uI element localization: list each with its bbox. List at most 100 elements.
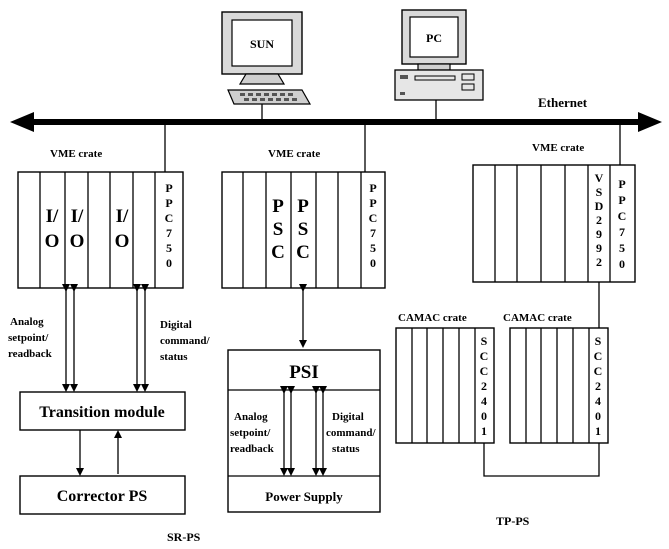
svg-text:2: 2 bbox=[596, 213, 602, 227]
svg-text:status: status bbox=[160, 351, 188, 363]
svg-text:S: S bbox=[298, 219, 309, 240]
camac-crate-1[interactable]: S C C 2 4 0 1 bbox=[395, 327, 495, 444]
svg-text:1: 1 bbox=[595, 424, 601, 438]
svg-text:0: 0 bbox=[595, 409, 601, 423]
svg-text:0: 0 bbox=[481, 409, 487, 423]
svg-text:Transition module: Transition module bbox=[39, 404, 165, 421]
ethernet-label: Ethernet bbox=[538, 95, 588, 110]
svg-text:9: 9 bbox=[596, 227, 602, 241]
svg-text:5: 5 bbox=[370, 241, 376, 255]
vme-crate-1-label: VME crate bbox=[50, 148, 102, 160]
analog-signal-label-psi: Analog setpoint/ readback bbox=[230, 411, 275, 455]
io-card-2: I/ O bbox=[70, 206, 85, 252]
svg-text:P: P bbox=[297, 196, 309, 217]
keyboard-icon bbox=[227, 89, 312, 105]
transition-module[interactable]: Transition module bbox=[19, 391, 186, 431]
svg-text:V: V bbox=[595, 171, 604, 185]
pc-label: PC bbox=[426, 31, 442, 45]
svg-text:2: 2 bbox=[481, 379, 487, 393]
svg-text:Analog: Analog bbox=[10, 316, 44, 328]
arrow-left-icon bbox=[10, 112, 34, 132]
svg-text:C: C bbox=[594, 349, 603, 363]
digital-signal-label-psi: Digital command/ status bbox=[326, 411, 376, 455]
vme-crate-2[interactable]: P S C P S C P P C 7 5 0 bbox=[221, 171, 386, 289]
svg-text:readback: readback bbox=[230, 443, 275, 455]
svg-text:S: S bbox=[596, 185, 603, 199]
cpu-card-ppc750: P P C 7 5 0 bbox=[618, 177, 627, 271]
svg-text:7: 7 bbox=[370, 226, 376, 240]
cpu-card-ppc750: P P C 7 5 0 bbox=[369, 181, 378, 270]
camac-crate-2[interactable]: S C C 2 4 0 1 bbox=[509, 327, 609, 444]
svg-text:C: C bbox=[369, 211, 378, 225]
svg-text:4: 4 bbox=[481, 394, 487, 408]
svg-text:0: 0 bbox=[619, 257, 625, 271]
svg-text:P: P bbox=[272, 196, 284, 217]
io-card-1: I/ O bbox=[45, 206, 60, 252]
svg-text:setpoint/: setpoint/ bbox=[8, 332, 49, 344]
digital-signal-label-left: Digital command/ status bbox=[160, 319, 210, 363]
psi-label: PSI bbox=[289, 362, 319, 383]
psc-card-2: P S C bbox=[296, 196, 310, 263]
svg-text:Digital: Digital bbox=[332, 411, 364, 423]
svg-text:1: 1 bbox=[481, 424, 487, 438]
svg-text:P: P bbox=[369, 196, 376, 210]
svg-text:S: S bbox=[273, 219, 284, 240]
svg-text:9: 9 bbox=[596, 241, 602, 255]
svg-text:5: 5 bbox=[166, 241, 172, 255]
vme-crate-2-label: VME crate bbox=[268, 148, 320, 160]
svg-text:P: P bbox=[165, 181, 172, 195]
sr-ps-label: SR-PS bbox=[167, 530, 201, 544]
svg-text:0: 0 bbox=[370, 256, 376, 270]
io-card-3: I/ O bbox=[115, 206, 130, 252]
psi-power-supply-block[interactable]: PSI Power Supply bbox=[227, 349, 381, 513]
svg-text:P: P bbox=[369, 181, 376, 195]
psc-card-1: P S C bbox=[271, 196, 285, 263]
vme-crate-3-label: VME crate bbox=[532, 142, 584, 154]
camac-crate-2-label: CAMAC crate bbox=[503, 312, 572, 324]
corrector-ps[interactable]: Corrector PS bbox=[19, 475, 186, 515]
svg-text:C: C bbox=[480, 364, 489, 378]
svg-text:command/: command/ bbox=[326, 427, 376, 439]
vme-crate-1[interactable]: I/ O I/ O I/ O P P C 7 5 0 bbox=[17, 171, 184, 289]
vme-crate-3[interactable]: V S D 2 9 9 2 P P C 7 5 0 bbox=[472, 164, 636, 283]
svg-text:status: status bbox=[332, 443, 360, 455]
svg-text:P: P bbox=[618, 177, 625, 191]
svg-text:readback: readback bbox=[8, 348, 53, 360]
scc2401-card: S C C 2 4 0 1 bbox=[594, 334, 603, 438]
svg-text:P: P bbox=[618, 193, 625, 207]
desktop-case-icon bbox=[394, 69, 484, 101]
svg-text:7: 7 bbox=[166, 226, 172, 240]
pc-workstation[interactable]: PC bbox=[394, 9, 484, 101]
svg-text:C: C bbox=[480, 349, 489, 363]
monitor-stand bbox=[417, 63, 451, 71]
svg-text:C: C bbox=[296, 242, 310, 263]
svg-text:Corrector PS: Corrector PS bbox=[57, 488, 148, 505]
tp-ps-label: TP-PS bbox=[496, 514, 530, 528]
svg-text:2: 2 bbox=[595, 379, 601, 393]
svg-text:C: C bbox=[618, 209, 627, 223]
arrow-right-icon bbox=[638, 112, 662, 132]
monitor-screen bbox=[231, 19, 293, 67]
svg-text:C: C bbox=[165, 211, 174, 225]
svg-text:0: 0 bbox=[166, 256, 172, 270]
svg-text:I/: I/ bbox=[46, 206, 59, 227]
svg-text:O: O bbox=[115, 231, 130, 252]
svg-text:C: C bbox=[594, 364, 603, 378]
power-supply-label: Power Supply bbox=[265, 489, 343, 504]
svg-text:Analog: Analog bbox=[234, 411, 268, 423]
serial-highway-loop bbox=[483, 443, 600, 477]
camac-crate-1-label: CAMAC crate bbox=[398, 312, 467, 324]
svg-text:C: C bbox=[271, 242, 285, 263]
scc2401-card: S C C 2 4 0 1 bbox=[480, 334, 489, 438]
svg-text:S: S bbox=[595, 334, 602, 348]
monitor-screen bbox=[409, 16, 459, 58]
sun-workstation[interactable]: SUN bbox=[221, 11, 312, 105]
svg-text:D: D bbox=[595, 199, 604, 213]
analog-signal-label-left: Analog setpoint/ readback bbox=[8, 316, 53, 360]
svg-text:S: S bbox=[481, 334, 488, 348]
svg-text:5: 5 bbox=[619, 241, 625, 255]
vsd2992-card: V S D 2 9 9 2 bbox=[595, 171, 604, 269]
monitor-stand bbox=[238, 73, 286, 85]
svg-text:O: O bbox=[45, 231, 60, 252]
